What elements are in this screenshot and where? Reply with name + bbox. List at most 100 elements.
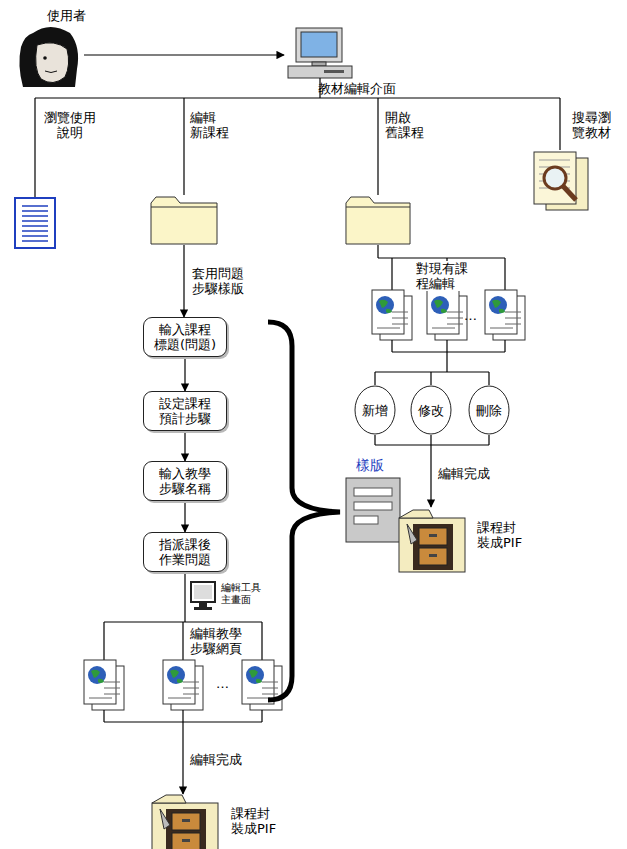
tree-line [377,245,378,258]
tree-line [392,351,505,352]
node-text: 輸入課程 標題(問題) [154,322,216,352]
node-text: 設定課程 預計步驟 [159,396,211,426]
text-line: 課程封 [231,806,270,821]
text-line: 新課程 [190,125,229,140]
text-line: 作業問題 [159,552,211,567]
node-text: 修改 [418,403,444,418]
text-line: … [464,308,477,323]
text-line: 教材編輯介面 [318,81,396,96]
web-page-icon [485,290,525,340]
flow-connector [184,431,185,461]
document-icon [15,198,55,248]
text-line: 設定課程 [159,396,211,411]
tree-line [261,622,262,660]
annotation-label: 課程封 裝成PIF [477,520,522,550]
text-line: 修改 [418,403,444,418]
node-text: 新增 [362,403,388,418]
template-icon [346,478,400,542]
computer-icon [288,28,352,78]
text-line: 指派課後 [159,537,211,552]
folder-caption: 開啟 舊課程 [385,110,424,140]
user-icon [19,27,78,87]
tree-line [378,257,505,258]
text-line: 瀏覽使用 [44,110,96,125]
tree-line [182,710,183,722]
text-line: 預計步驟 [159,411,211,426]
node-text: 指派課後 作業問題 [159,537,211,567]
annotation-label: 編輯教學 步驟網頁 [188,626,244,656]
text-line: 輸入課程 [159,322,211,337]
annotation-label: 使用者 [47,8,86,23]
annotation-label: 對現有課 程編輯 [414,261,470,291]
text-line: 裝成PIF [231,821,276,836]
text-line: 開啟 [385,110,411,125]
node-text: 輸入教學 步驟名稱 [159,466,211,496]
text-line: 舊課程 [385,125,424,140]
tree-line [504,340,505,352]
annotation-label: 搜尋瀏 覽教材 [572,110,611,140]
tree-line [559,98,560,150]
annotation-label: 樣版 [356,458,384,473]
web-page-icon [163,660,203,710]
text-line: 步驟網頁 [190,641,242,656]
text-line: 標題(問題) [154,337,216,352]
text-line: 編輯完成 [190,752,242,767]
flow-connector [184,501,185,532]
annotation-label: 瀏覽使用 說明 [44,110,96,140]
folder-icon [345,195,411,245]
flow-connector [183,245,184,317]
web-page-icon [372,290,412,340]
tree-line [375,371,489,372]
annotation-label: … [216,676,229,691]
text-line: 覽教材 [572,125,611,140]
annotation-label: … [464,308,477,323]
tree-line [183,98,184,195]
text-line: 步驟名稱 [159,481,211,496]
text-line: 編輯工具 [221,582,261,593]
web-page-icon [427,290,467,340]
package-cabinet-icon [152,795,218,849]
tree-line [374,372,375,385]
web-page-icon [242,660,282,710]
folder-node: 開啟 舊課程 [345,195,411,245]
tree-line [446,340,447,352]
tree-line [184,572,185,622]
tree-line [261,710,262,722]
tree-line [488,435,489,445]
text-line: 新增 [362,403,388,418]
tree-line [488,372,489,385]
tree-line [182,622,183,660]
tree-line [391,258,392,290]
annotation-label: 編輯完成 [190,752,242,767]
monitor-icon [191,582,215,610]
tree-line [504,258,505,290]
tree-line [34,98,35,198]
text-line: 編輯 [190,110,216,125]
text-line: 說明 [57,125,83,140]
tree-line [430,435,431,445]
text-line: 編輯完成 [438,466,490,481]
text-line: 輸入教學 [159,466,211,481]
text-line: 步驟樣版 [192,281,244,296]
text-line: 套用問題 [192,266,244,281]
tree-line [103,710,104,722]
annotation-label: 教材編輯介面 [318,81,396,96]
node-text: 刪除 [476,403,502,418]
tree-line [35,97,560,98]
process-box: 指派課後 作業問題 [143,532,227,572]
action-oval: 新增 [354,385,396,435]
package-cabinet-icon [399,510,465,572]
folder-node: 編輯 新課程 [150,195,218,245]
tree-line [103,622,104,660]
text-line: 刪除 [476,403,502,418]
user-arrow [84,54,284,55]
action-oval: 刪除 [468,385,510,435]
flow-arrow [430,445,431,507]
flow-arrow [182,722,183,794]
folder-caption: 編輯 新課程 [190,110,229,140]
flow-connector [184,357,185,391]
action-oval: 修改 [410,385,452,435]
text-line: 搜尋瀏 [572,110,611,125]
